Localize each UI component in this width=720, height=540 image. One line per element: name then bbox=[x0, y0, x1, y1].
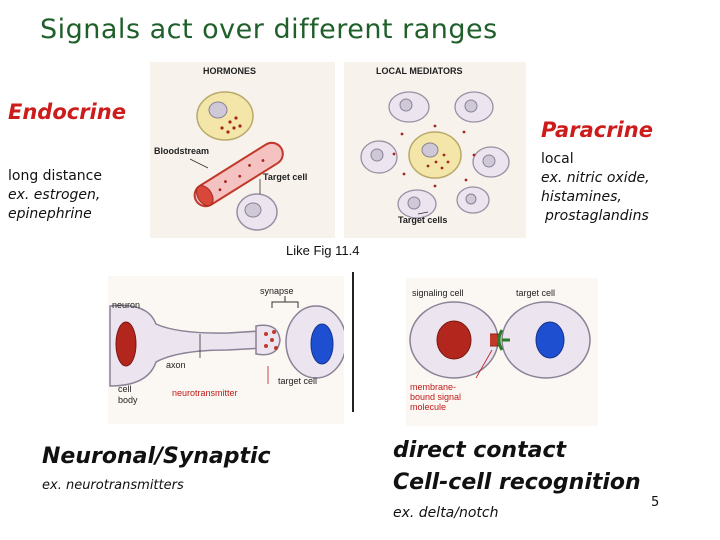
local-mediators-label: LOCAL MEDIATORS bbox=[376, 66, 463, 76]
contact-target-cell-label: target cell bbox=[516, 288, 556, 298]
axon-label: axon bbox=[166, 360, 186, 370]
hormones-illustration bbox=[189, 91, 284, 231]
hormones-figure: HORMONES Bloodstream Target cell bbox=[150, 62, 335, 238]
figure-caption: Like Fig 11.4 bbox=[286, 243, 360, 258]
cell-body-line-2: body bbox=[118, 395, 138, 405]
membrane-bound-line-1: membrane- bbox=[410, 382, 457, 392]
cell-body-line-1: cell bbox=[118, 384, 132, 394]
neuronal-example: ex. neurotransmitters bbox=[42, 478, 184, 493]
neuron-illustration bbox=[109, 296, 344, 387]
membrane-bound-line-2: bound signal bbox=[410, 392, 462, 402]
neuron-figure: neuron synapse axon cell body neurotrans… bbox=[108, 276, 344, 424]
neuronal-heading: Neuronal/Synaptic bbox=[42, 444, 271, 469]
cell-body-label: cell body bbox=[118, 384, 138, 406]
endocrine-description: long distance ex. estrogen, epinephrine bbox=[8, 167, 102, 224]
signaling-cell-label: signaling cell bbox=[412, 288, 464, 298]
endocrine-example-2: epinephrine bbox=[8, 206, 92, 222]
endocrine-example-1: ex. estrogen, bbox=[8, 187, 101, 203]
contact-heading: direct contact Cell-cell recognition bbox=[393, 435, 641, 499]
paracrine-range: local bbox=[541, 151, 574, 167]
target-cell-label: Target cell bbox=[263, 172, 308, 182]
membrane-bound-line-3: molecule bbox=[410, 402, 447, 412]
paracrine-example-2: histamines, bbox=[541, 189, 622, 205]
neuron-label: neuron bbox=[112, 300, 141, 310]
endocrine-range: long distance bbox=[8, 168, 102, 184]
bloodstream-label: Bloodstream bbox=[154, 146, 210, 156]
neurotransmitter-label: neurotransmitter bbox=[172, 388, 238, 398]
synapse-label: synapse bbox=[260, 286, 294, 296]
local-mediators-illustration bbox=[360, 91, 510, 219]
panel-divider bbox=[352, 272, 354, 412]
target-cells-label: Target cells bbox=[398, 215, 448, 225]
local-mediators-figure: LOCAL MEDIATORS Target cells bbox=[344, 62, 526, 238]
paracrine-description: local ex. nitric oxide, histamines, pros… bbox=[541, 150, 650, 226]
contact-illustration bbox=[409, 301, 591, 379]
contact-figure: signaling cell target cell membrane- bou… bbox=[406, 278, 598, 426]
neuron-target-cell-label: target cell bbox=[278, 376, 318, 386]
membrane-bound-signal-label: membrane- bound signal molecule bbox=[410, 382, 461, 412]
contact-heading-line-2: Cell-cell recognition bbox=[393, 470, 641, 495]
paracrine-example-3: prostaglandins bbox=[545, 208, 649, 224]
page-number: 5 bbox=[651, 495, 660, 510]
paracrine-example-1: ex. nitric oxide, bbox=[541, 170, 650, 186]
hormones-label: HORMONES bbox=[203, 66, 257, 76]
contact-heading-line-1: direct contact bbox=[393, 438, 567, 463]
contact-example: ex. delta/notch bbox=[393, 505, 499, 521]
paracrine-heading: Paracrine bbox=[541, 118, 653, 142]
endocrine-heading: Endocrine bbox=[8, 100, 126, 124]
page-title: Signals act over different ranges bbox=[40, 14, 498, 45]
